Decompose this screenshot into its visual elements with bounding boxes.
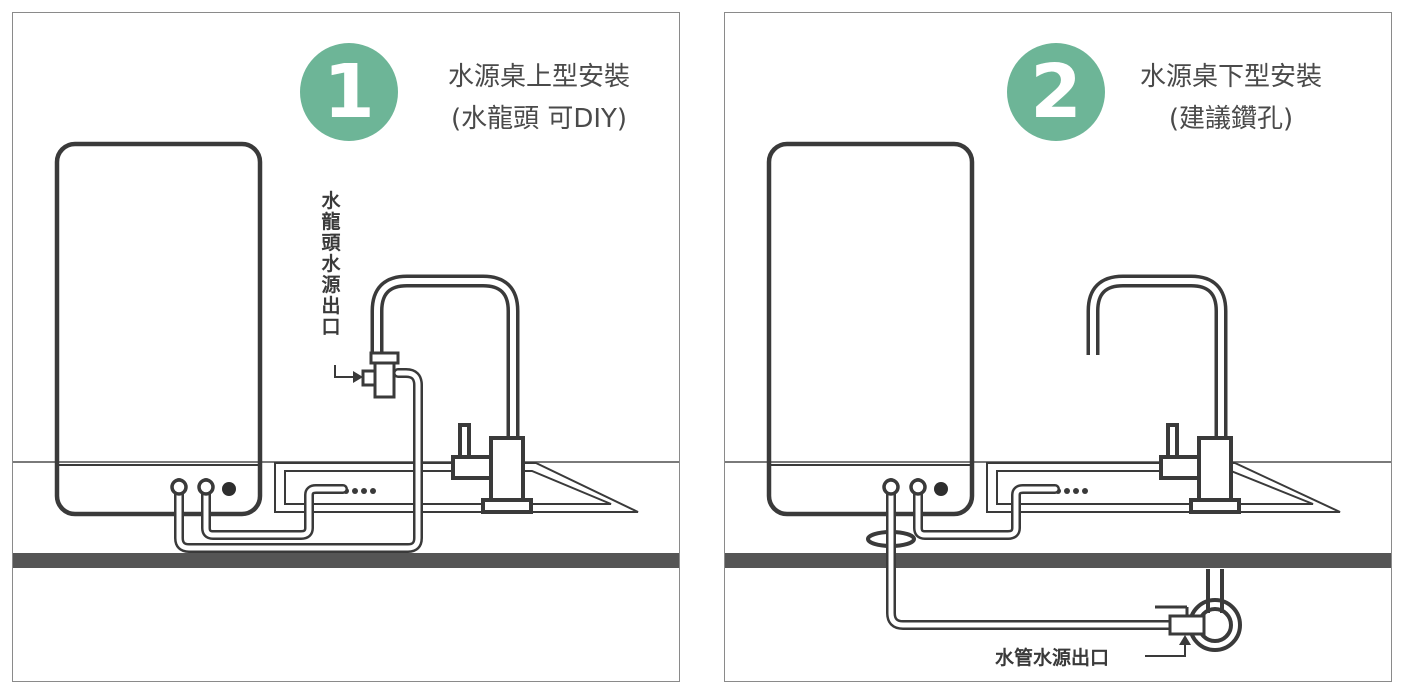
- pipe-outlet-label: 水管水源出口: [995, 647, 1110, 669]
- undercounter-install-diagram: [725, 141, 1391, 657]
- diverter-valve-icon: [361, 351, 400, 399]
- step-number-badge: 1: [300, 43, 398, 141]
- water-purifier-icon: [54, 141, 263, 517]
- panel-countertop-install: 1 水源桌上型安裝 (水龍頭 可DIY) 水龍頭水源出口: [12, 12, 680, 682]
- outlet-arrow-icon: [1145, 635, 1191, 657]
- counter-edge-band: [13, 553, 679, 568]
- supply-valve-icon: [1155, 605, 1206, 636]
- countertop-install-diagram: [13, 141, 679, 568]
- panel-title: 水源桌上型安裝: [447, 62, 630, 92]
- panel-undercounter-install: 2 水源桌下型安裝 (建議鑽孔) 水管水源出口: [724, 12, 1392, 682]
- panel-subtitle: (水龍頭 可DIY): [450, 104, 628, 134]
- outlet-arrow-icon: [334, 365, 363, 383]
- faucet-icon: [370, 274, 533, 514]
- faucet-outlet-label: 水龍頭水源出口: [321, 190, 341, 338]
- step-number-badge: 2: [1007, 43, 1105, 141]
- faucet-icon: [1086, 274, 1241, 514]
- panel-title: 水源桌下型安裝: [1139, 62, 1322, 92]
- water-purifier-icon: [766, 141, 975, 517]
- counter-edge-band: [725, 553, 1391, 568]
- panel-subtitle: (建議鑽孔): [1168, 104, 1294, 134]
- water-pipe-icon: [1188, 569, 1242, 652]
